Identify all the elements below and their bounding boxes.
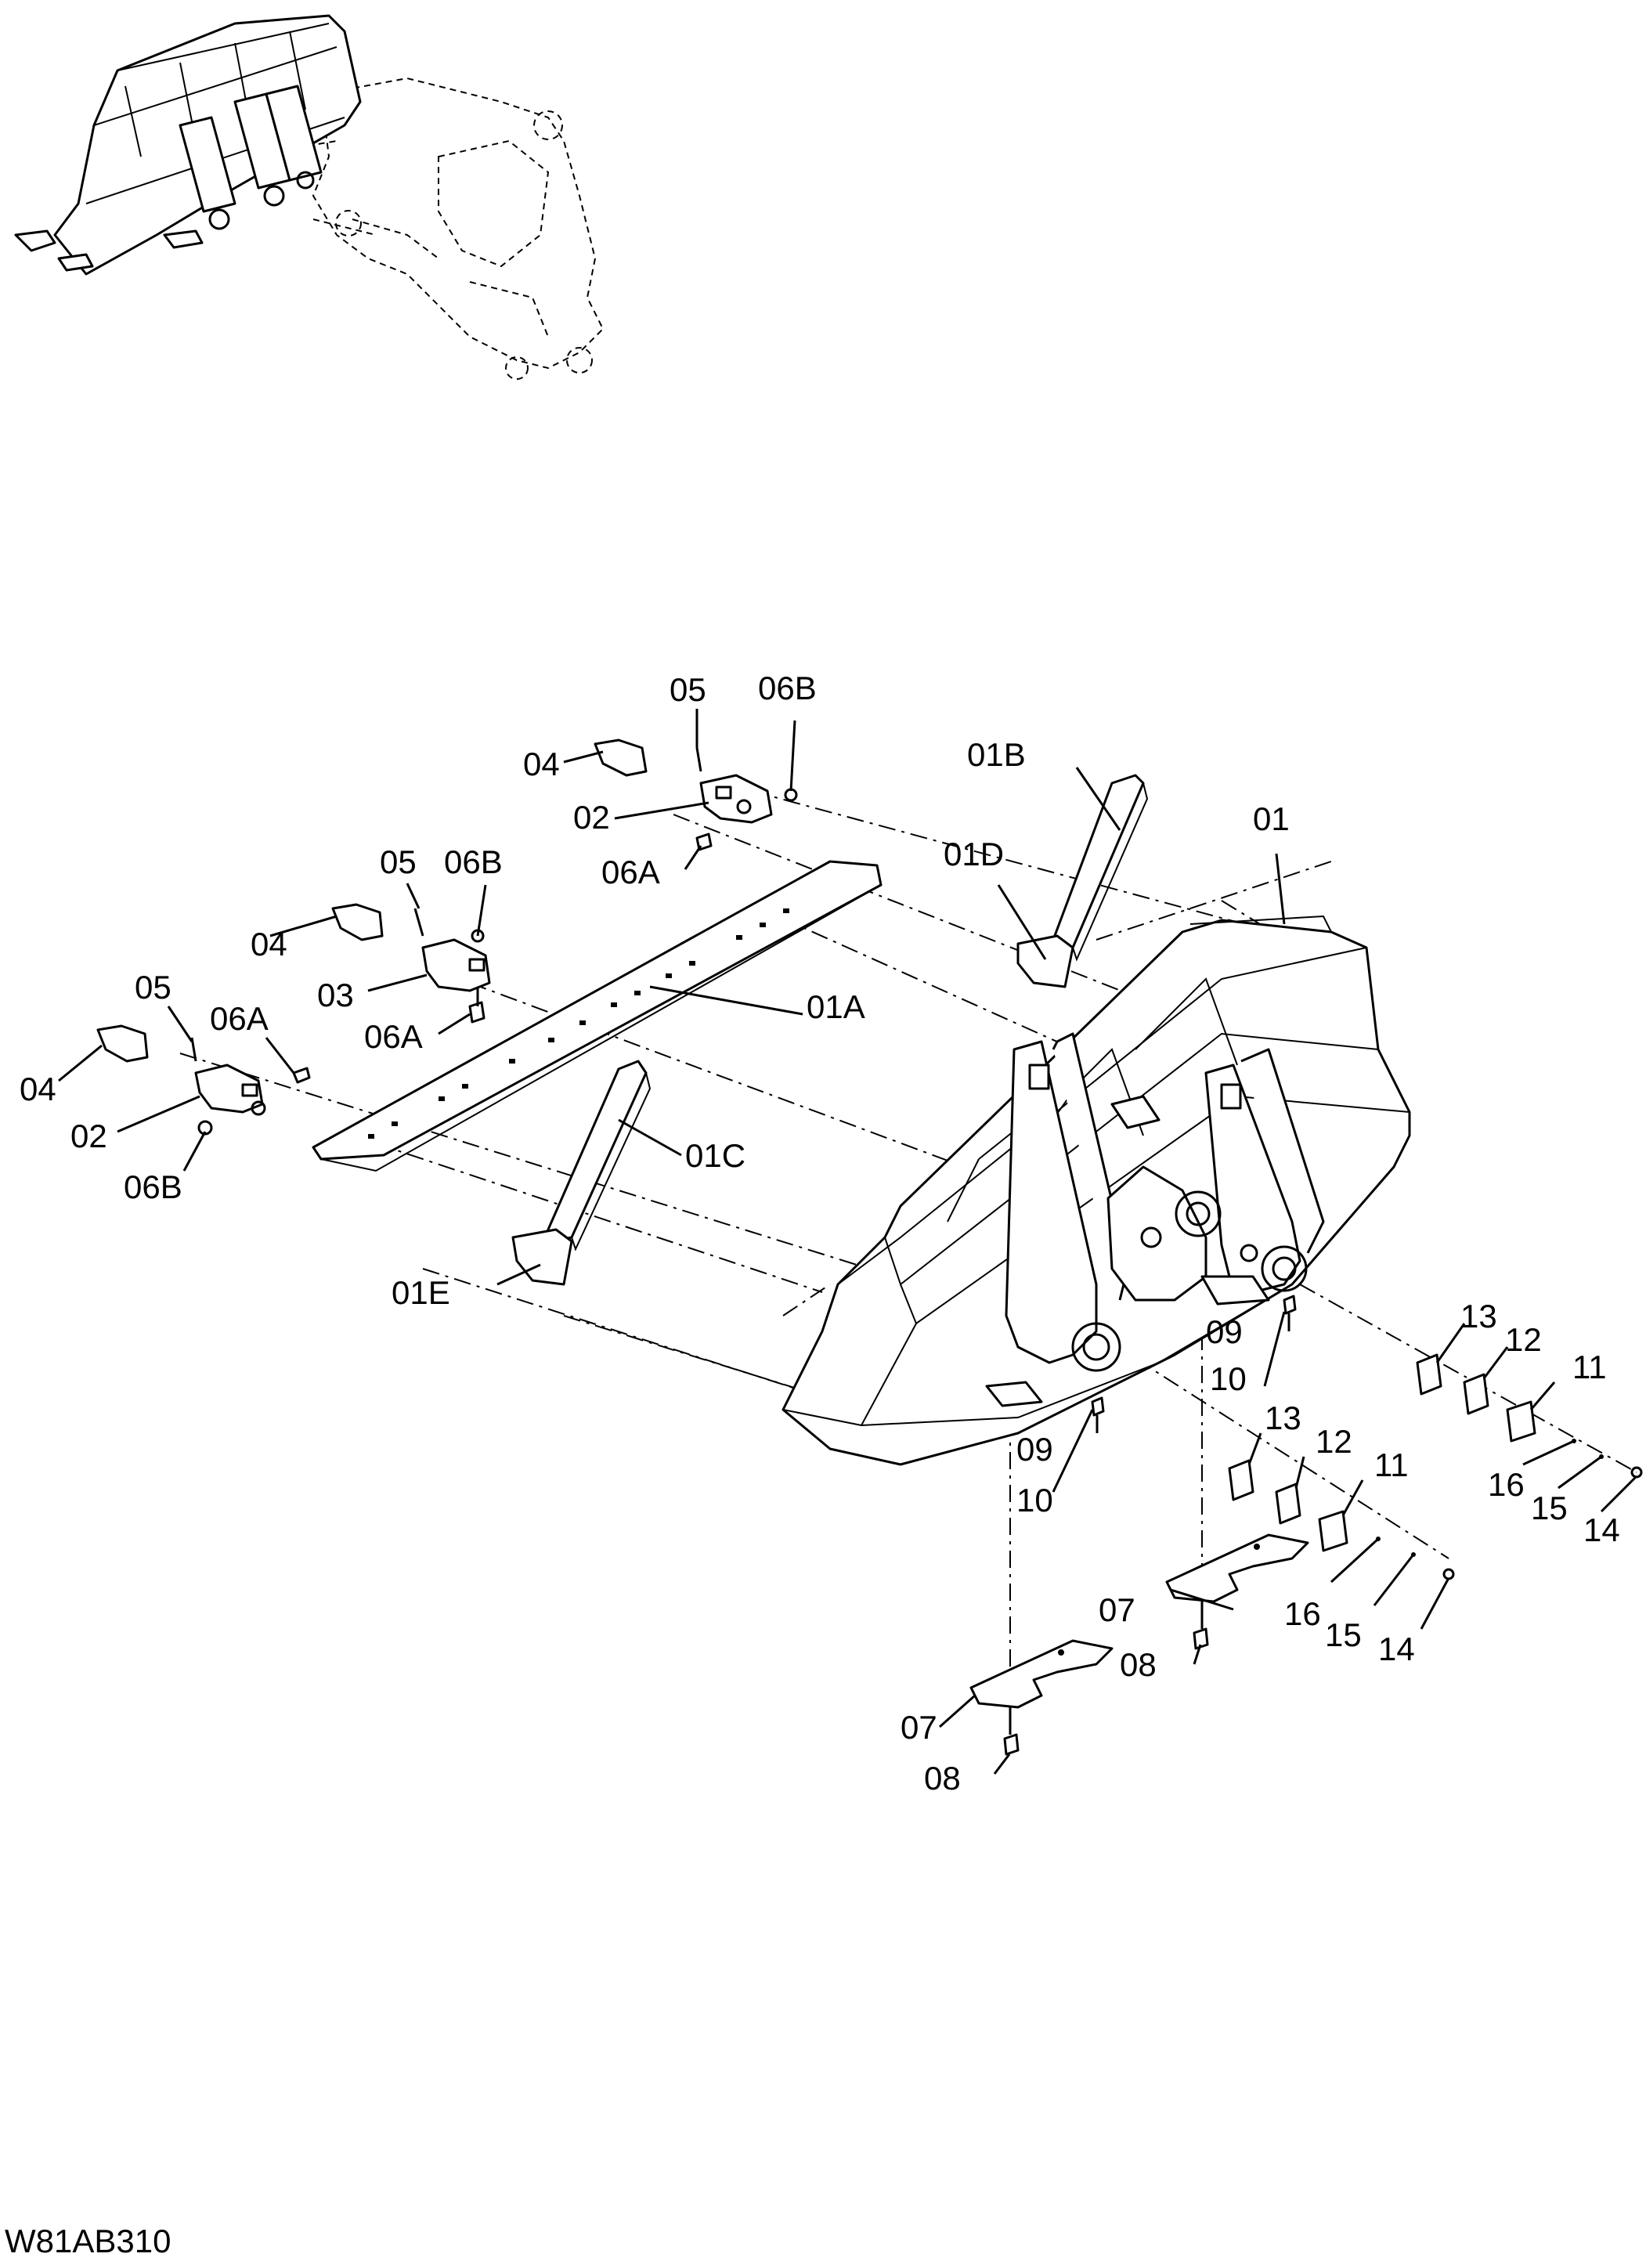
callout-05-top: 05 bbox=[670, 671, 706, 708]
callout-06A-mid: 06A bbox=[364, 1018, 423, 1055]
bucket-01 bbox=[781, 915, 1411, 1466]
callout-06A-left: 06A bbox=[210, 1000, 269, 1037]
wear-plate-01D bbox=[1016, 934, 1074, 988]
callout-14-mid: 14 bbox=[1378, 1631, 1415, 1667]
stopper-plate-right bbox=[1165, 1533, 1309, 1650]
callout-11-right: 11 bbox=[1572, 1349, 1607, 1385]
callout-08-right: 08 bbox=[1120, 1646, 1157, 1683]
stopper-plate-left bbox=[969, 1639, 1114, 1756]
callout-06B-left: 06B bbox=[124, 1168, 182, 1205]
callout-01B: 01B bbox=[967, 736, 1026, 773]
callout-11-mid: 11 bbox=[1374, 1446, 1409, 1483]
callout-13-mid: 13 bbox=[1265, 1399, 1301, 1436]
callout-16-mid: 16 bbox=[1284, 1595, 1321, 1632]
wear-plate-01E bbox=[511, 1228, 573, 1286]
callout-03: 03 bbox=[317, 977, 354, 1013]
callout-15-mid: 15 bbox=[1325, 1616, 1362, 1653]
stopper-bolts bbox=[1091, 1295, 1297, 1433]
callout-13-right: 13 bbox=[1460, 1298, 1497, 1334]
callout-16-right: 16 bbox=[1488, 1466, 1525, 1503]
key-map-thumbnail bbox=[14, 14, 605, 380]
shim-stack-middle bbox=[1228, 1459, 1455, 1580]
callout-01: 01 bbox=[1253, 800, 1290, 837]
callout-07-left: 07 bbox=[901, 1709, 937, 1746]
leader-lines bbox=[58, 709, 1638, 1775]
tooth-assembly-top bbox=[594, 739, 798, 851]
shim-stack-right bbox=[1416, 1353, 1643, 1479]
callout-06B-top: 06B bbox=[758, 670, 817, 706]
callout-01D: 01D bbox=[944, 836, 1004, 872]
cutting-edge-01A bbox=[312, 860, 883, 1172]
callout-01E: 01E bbox=[392, 1274, 450, 1311]
callout-10-left: 10 bbox=[1016, 1482, 1053, 1519]
callout-labels: 01 01B 01D 01A 01C 01E 05 06B 04 02 06A … bbox=[20, 670, 1620, 1797]
callout-07-right: 07 bbox=[1099, 1591, 1135, 1628]
bolt-holes bbox=[368, 908, 789, 1139]
callout-05-left: 05 bbox=[135, 969, 171, 1006]
callout-01C: 01C bbox=[685, 1137, 745, 1174]
callout-04-mid: 04 bbox=[251, 926, 287, 962]
callout-15-right: 15 bbox=[1531, 1490, 1568, 1526]
callout-06A-top: 06A bbox=[601, 854, 660, 890]
drawing-code: W81AB310 bbox=[5, 2223, 171, 2259]
tooth-assembly-left bbox=[96, 1024, 311, 1136]
callout-04-left: 04 bbox=[20, 1071, 56, 1107]
callout-14-right: 14 bbox=[1583, 1511, 1620, 1548]
callout-04-top: 04 bbox=[523, 746, 560, 782]
tooth-assembly-middle bbox=[331, 903, 491, 1024]
callout-02-left: 02 bbox=[70, 1118, 107, 1154]
callout-08-left: 08 bbox=[924, 1760, 961, 1797]
callout-12-right: 12 bbox=[1505, 1321, 1542, 1358]
callout-10-right: 10 bbox=[1210, 1360, 1247, 1397]
callout-01A: 01A bbox=[807, 988, 865, 1025]
callout-05-mid: 05 bbox=[380, 843, 417, 880]
callout-06B-mid: 06B bbox=[444, 843, 503, 880]
callout-09-left: 09 bbox=[1016, 1431, 1053, 1468]
callout-09-right: 09 bbox=[1206, 1313, 1243, 1350]
callout-02-top: 02 bbox=[573, 799, 610, 836]
side-cutter-01C bbox=[547, 1060, 652, 1251]
callout-12-mid: 12 bbox=[1316, 1423, 1352, 1460]
